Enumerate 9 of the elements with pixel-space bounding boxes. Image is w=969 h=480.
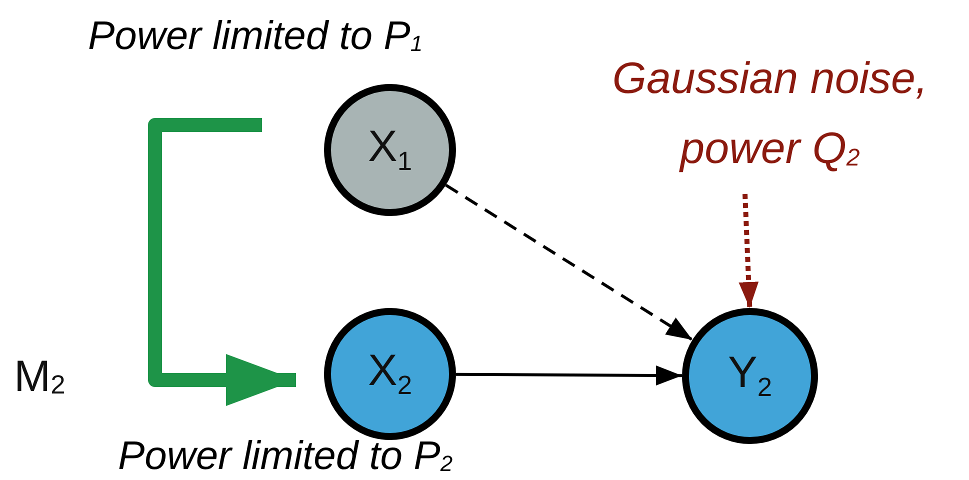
variable-label: Y$_{2}$ xyxy=(728,348,772,404)
noise-label: Gaussian noise, power Q$_{2}$ xyxy=(611,52,929,175)
variable-label: X$_{2}$ xyxy=(368,346,412,402)
arrow xyxy=(738,194,759,308)
arrow xyxy=(445,184,694,342)
message-label: M$_{2}$ xyxy=(14,352,66,402)
arrow xyxy=(456,365,682,386)
arrow xyxy=(148,118,296,406)
variable-label: X$_{1}$ xyxy=(368,122,412,178)
